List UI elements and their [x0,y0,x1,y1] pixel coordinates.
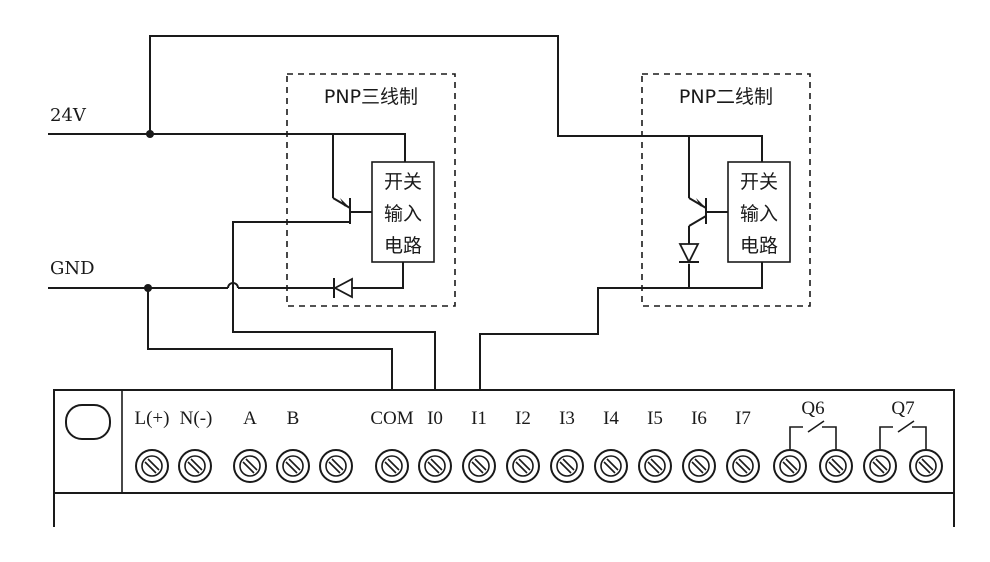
screw-terminal [773,449,807,483]
screw-terminal [506,449,540,483]
three-wire-box-line-3: 电路 [384,235,422,257]
three-wire-sensor-enclosure [286,73,456,307]
terminal-label-i2: I2 [515,408,531,429]
screw-terminal [594,449,628,483]
screw-terminal-row [135,449,943,483]
screw-terminal [418,449,452,483]
terminal-label-i4: I4 [603,408,619,429]
ground-rail-label: GND [50,258,95,279]
two-wire-sensor-enclosure [641,73,811,307]
two-wire-diode-symbol [678,243,700,265]
screw-terminal [550,449,584,483]
q6-relay-contact-symbol [789,420,837,449]
screw-terminal [462,449,496,483]
q7-relay-contact-symbol [879,420,927,449]
ground-to-com-wire [147,288,393,390]
screw-terminal [909,449,943,483]
screw-terminal [319,449,353,483]
supply-rail-wire [48,133,406,162]
supply-to-two-wire-sensor-wire [149,35,763,162]
screw-terminal [233,449,267,483]
terminal-label-i0: I0 [427,408,443,429]
terminal-label-i5: I5 [647,408,663,429]
three-wire-box-line-1: 开关 [384,171,422,193]
screw-terminal [819,449,853,483]
terminal-label-i6: I6 [691,408,707,429]
two-wire-output-wire [479,262,763,390]
screw-terminal [682,449,716,483]
screw-terminal [178,449,212,483]
three-wire-diode-symbol [333,262,404,299]
screw-terminal [863,449,897,483]
terminal-label-q7: Q7 [891,398,914,419]
two-wire-box-line-1: 开关 [740,171,778,193]
terminal-label-a: A [243,408,257,429]
three-wire-box-line-2: 输入 [384,203,422,225]
terminal-label-b: B [287,408,300,429]
terminal-label-i3: I3 [559,408,575,429]
plc-mounting-slot [65,404,111,440]
terminal-label-q6: Q6 [801,398,824,419]
screw-terminal [375,449,409,483]
terminal-label-n-minus: N(-) [180,408,213,429]
two-wire-box-line-2: 输入 [740,203,778,225]
terminal-label-i7: I7 [735,408,751,429]
two-wire-transistor-symbol [688,197,728,244]
terminal-label-com: COM [370,408,413,429]
terminal-label-i1: I1 [471,408,487,429]
plc-housing-outline [53,389,955,527]
screw-terminal [638,449,672,483]
terminal-labels: L(+) N(-) A B COM I0 I1 I2 I3 I4 I5 I6 I… [135,398,915,429]
terminal-label-l-plus: L(+) [135,408,170,429]
supply-rail-label: 24V [50,105,87,126]
screw-terminal [135,449,169,483]
three-wire-sensor-title: PNP三线制 [324,86,418,108]
three-wire-transistor-symbol [332,197,372,224]
screw-terminal [276,449,310,483]
supply-junction-dot [146,130,154,138]
two-wire-box-line-3: 电路 [740,235,778,257]
screw-terminal [726,449,760,483]
two-wire-sensor-title: PNP二线制 [679,86,773,108]
